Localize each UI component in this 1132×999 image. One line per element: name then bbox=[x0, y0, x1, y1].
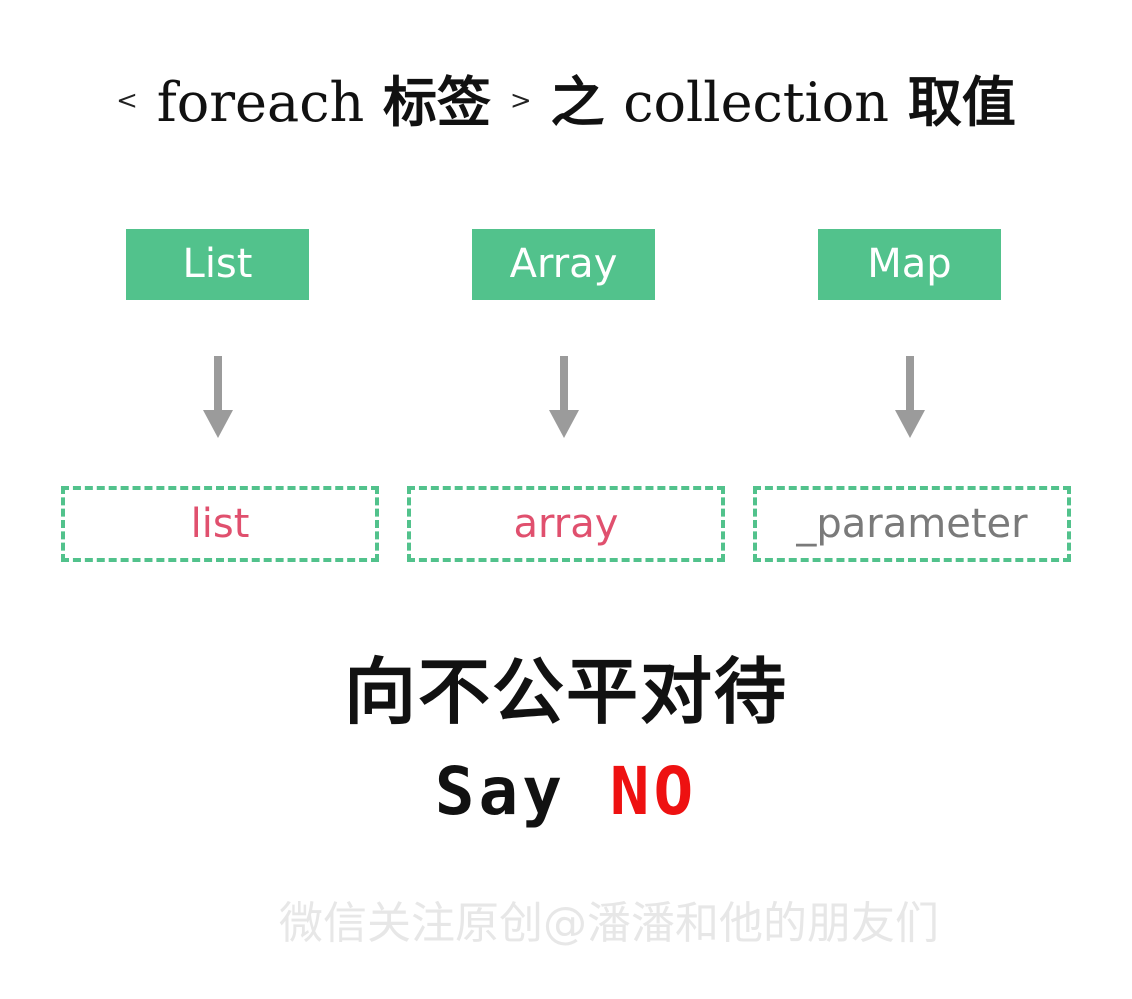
slogan-line-2: Say NO bbox=[0, 752, 1132, 832]
title-value-word: 取值 bbox=[907, 70, 1016, 134]
slogan-line-1: 向不公平对待 bbox=[343, 650, 788, 734]
source-box-map: Map bbox=[818, 229, 1001, 300]
title-tag-word: 标签 bbox=[383, 70, 492, 134]
source-box-array: Array bbox=[472, 229, 655, 300]
target-box-array: array bbox=[407, 486, 725, 562]
title-close-angle: > bbox=[509, 86, 532, 116]
title-connector: 之 bbox=[550, 70, 605, 134]
arrow-down-icon bbox=[895, 356, 925, 438]
title-keyword: foreach bbox=[156, 71, 365, 134]
source-box-list: List bbox=[126, 229, 309, 300]
target-box-list: list bbox=[61, 486, 379, 562]
title-collection: collection bbox=[623, 71, 890, 134]
slogan-say: Say bbox=[434, 753, 566, 830]
arrow-down-icon bbox=[549, 356, 579, 438]
watermark: 微信关注原创@潘潘和他的朋友们 bbox=[279, 898, 939, 949]
title-open-angle: < bbox=[116, 86, 138, 116]
slogan-no: NO bbox=[609, 753, 698, 830]
page-title: < foreach 标签 > 之 collection 取值 bbox=[0, 62, 1132, 153]
arrow-down-icon bbox=[203, 356, 233, 438]
target-box-parameter: _parameter bbox=[753, 486, 1071, 562]
